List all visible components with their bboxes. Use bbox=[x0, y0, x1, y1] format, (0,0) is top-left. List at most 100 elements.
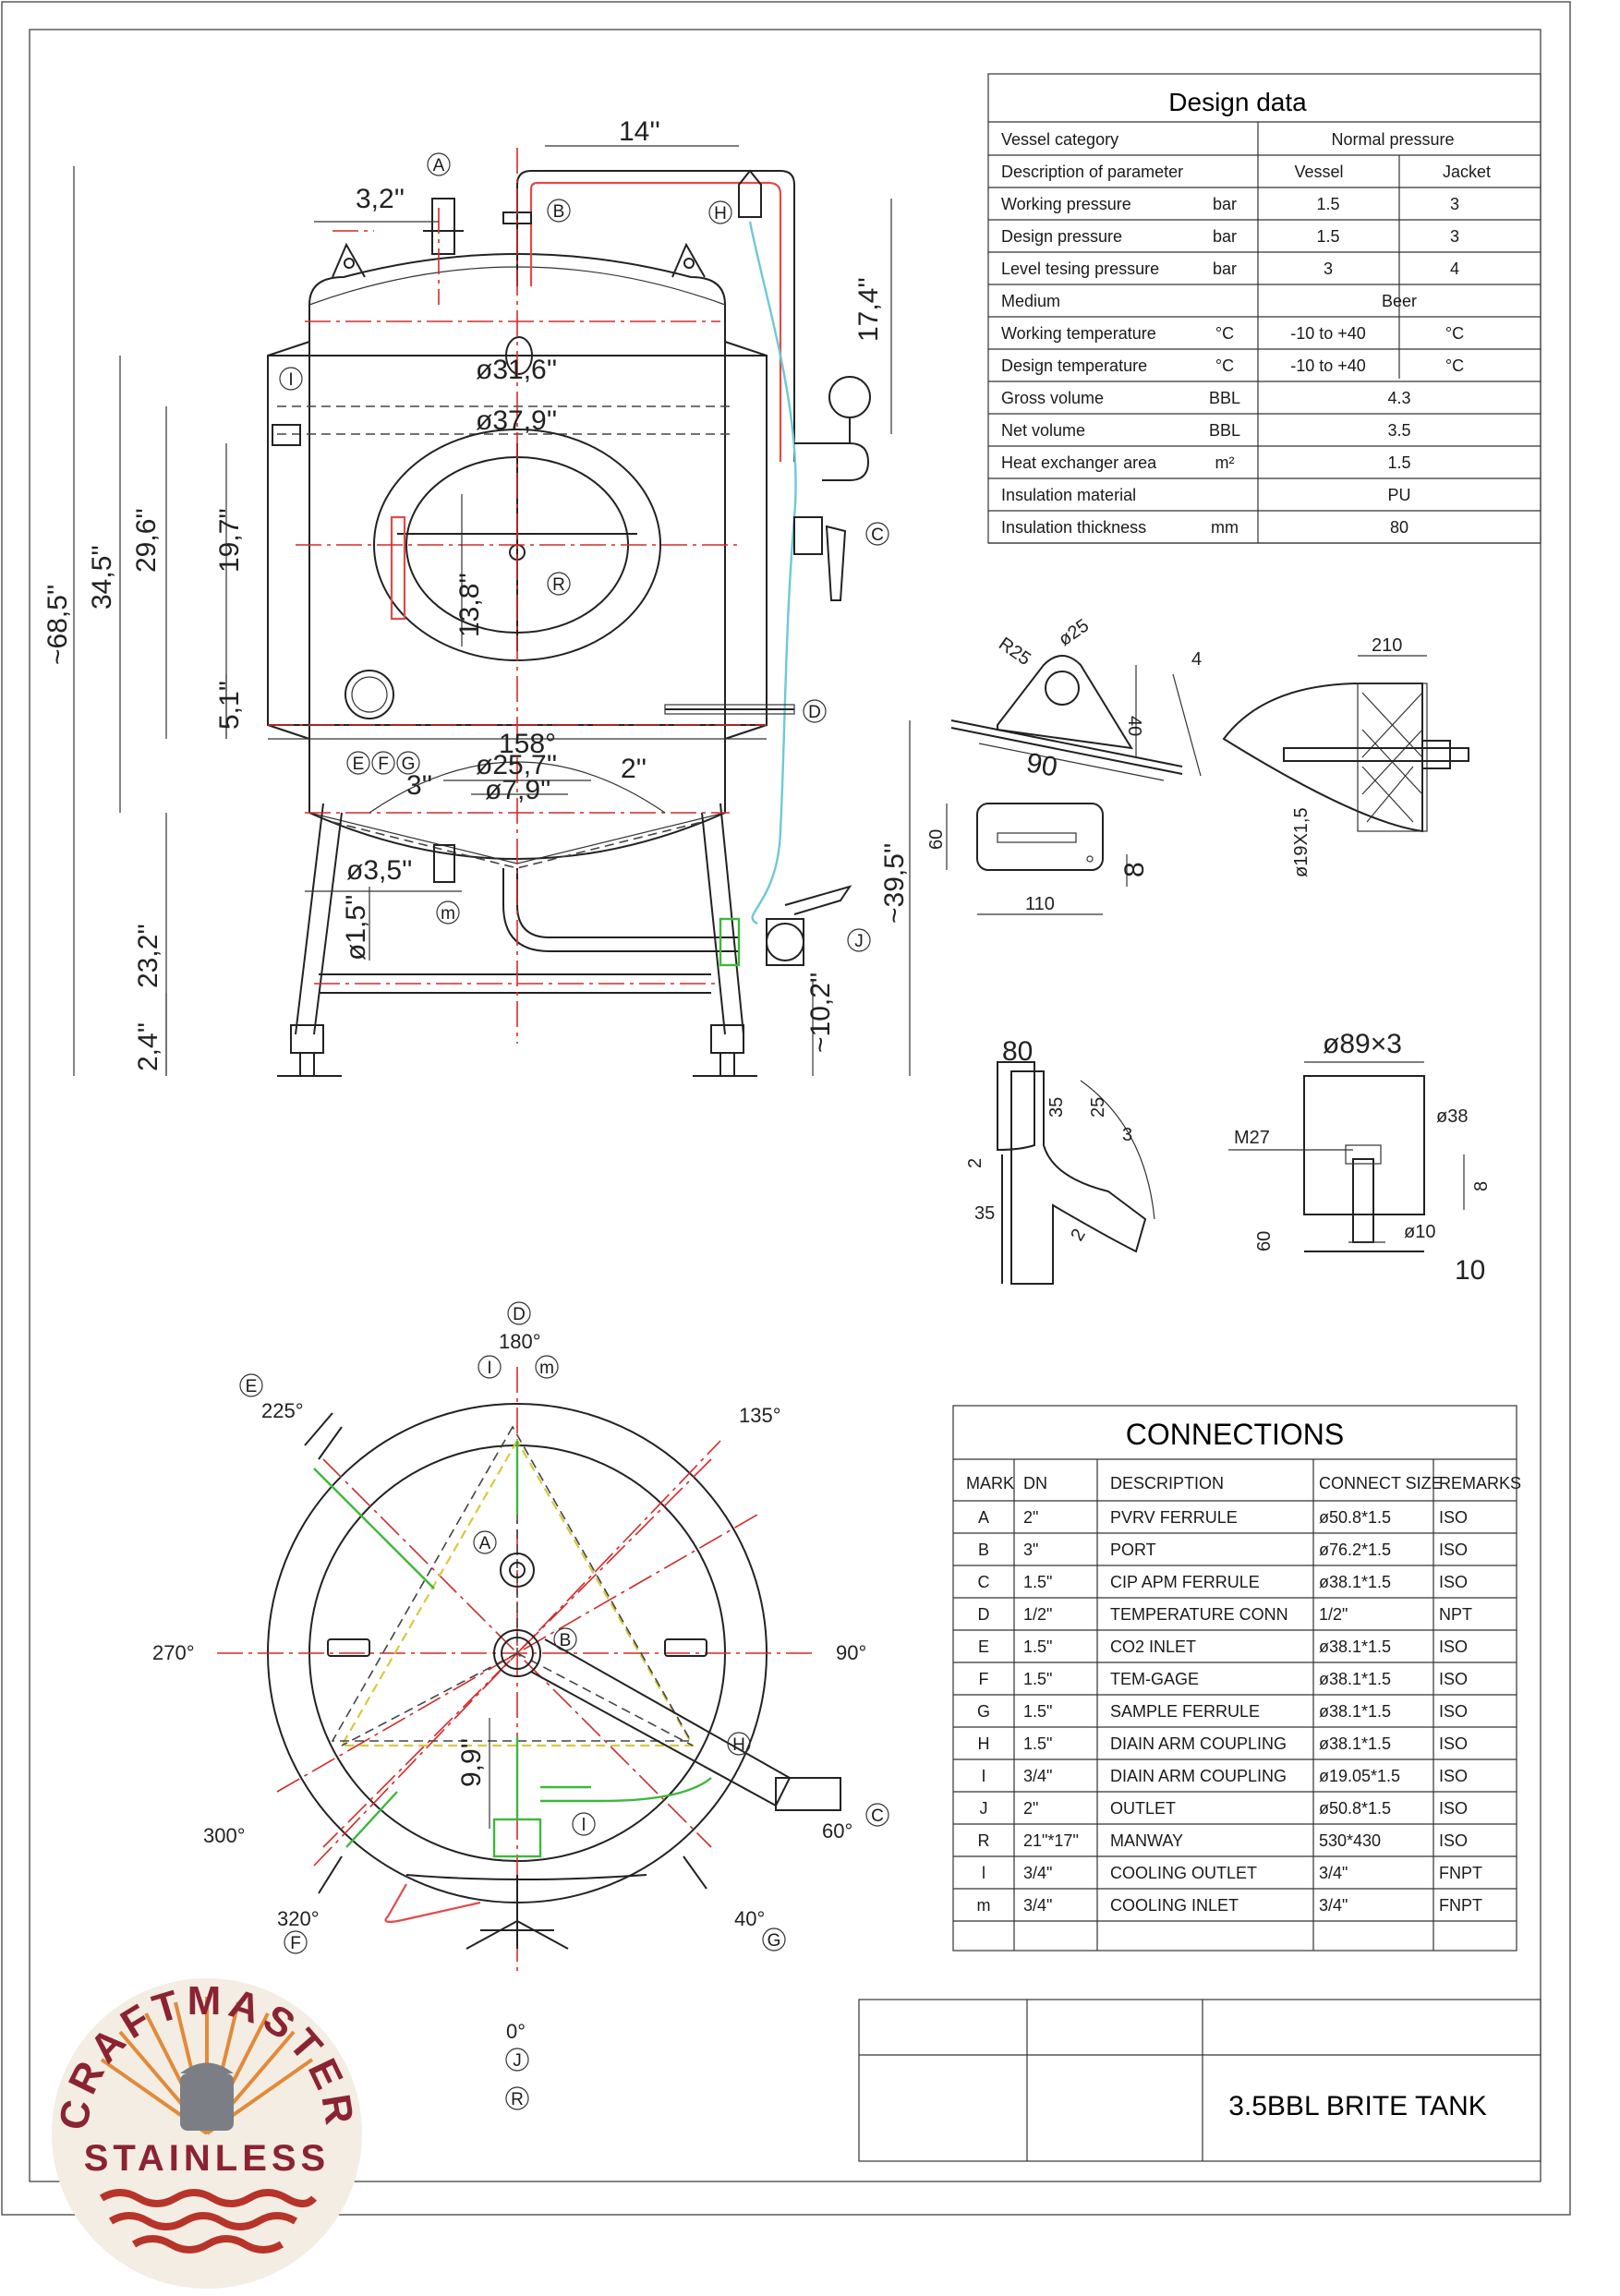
design-row-unit: mm bbox=[1211, 518, 1239, 537]
connection-cell: l bbox=[982, 1864, 985, 1882]
design-row-label: Level tesing pressure bbox=[1001, 260, 1159, 278]
plan-mark-l: l bbox=[582, 1816, 586, 1835]
dim-31-6: ø31,6'' bbox=[476, 355, 557, 385]
mark-h: H bbox=[714, 204, 727, 224]
connections-col-header: DN bbox=[1023, 1474, 1047, 1492]
design-row-vessel: Beer bbox=[1382, 292, 1417, 310]
dim-210: 210 bbox=[1372, 635, 1402, 656]
design-data-title: Design data bbox=[1168, 88, 1307, 116]
design-row-label: Net volume bbox=[1001, 421, 1085, 440]
connection-cell: DIAIN ARM COUPLING bbox=[1110, 1734, 1287, 1753]
design-row-jacket: °C bbox=[1445, 356, 1464, 375]
dim-m27: M27 bbox=[1234, 1128, 1270, 1148]
design-data-table: Design data Vessel category Normal press… bbox=[987, 73, 1541, 544]
plan-mark-d: D bbox=[513, 1305, 526, 1324]
plan-mark-a: A bbox=[479, 1534, 491, 1553]
design-row-unit: BBL bbox=[1209, 389, 1240, 407]
dim-3: 3'' bbox=[406, 770, 432, 801]
dim-90: 90 bbox=[1024, 747, 1060, 782]
mark-b: B bbox=[553, 202, 565, 222]
angle-300: 300° bbox=[203, 1824, 246, 1847]
connection-cell: CO2 INLET bbox=[1110, 1637, 1196, 1656]
dim-2-4: 2,4'' bbox=[133, 1022, 163, 1071]
dim-5-1: 5,1'' bbox=[214, 681, 245, 730]
dim-3-b: 3 bbox=[1122, 1125, 1132, 1145]
mark-g: G bbox=[402, 755, 416, 774]
connection-cell: C bbox=[978, 1573, 990, 1591]
dim-39-5: ~39,5'' bbox=[879, 843, 910, 924]
connection-cell: FNPT bbox=[1439, 1896, 1482, 1915]
dim-3-2: 3,2'' bbox=[356, 184, 405, 214]
design-row-label: Working temperature bbox=[1001, 324, 1156, 343]
dim-38: ø38 bbox=[1436, 1106, 1468, 1127]
dim-13-8: 13,8'' bbox=[454, 573, 485, 637]
connection-cell: SAMPLE FERRULE bbox=[1110, 1702, 1260, 1721]
dim-158: 158° bbox=[499, 729, 556, 759]
connection-cell: ø38.1*1.5 bbox=[1319, 1702, 1391, 1721]
design-row-vessel: -10 to +40 bbox=[1290, 356, 1366, 375]
connections-col-header: DESCRIPTION bbox=[1110, 1474, 1224, 1492]
angle-60: 60° bbox=[822, 1819, 852, 1843]
dim-1-5: ø1,5'' bbox=[341, 895, 371, 961]
dim-35-b: 35 bbox=[974, 1203, 995, 1224]
connection-cell: G bbox=[977, 1702, 990, 1721]
plan-angles: 180° 135° 225° 270° 90° 300° 60° 320° 40… bbox=[152, 1330, 866, 2043]
connections-col-header: CONNECT SIZE bbox=[1319, 1474, 1443, 1492]
connection-cell: B bbox=[978, 1541, 989, 1559]
dim-37-9: ø37,9'' bbox=[476, 405, 557, 436]
connection-cell: 3" bbox=[1023, 1541, 1038, 1559]
connection-cell: ø19.05*1.5 bbox=[1319, 1767, 1400, 1785]
mark-a: A bbox=[433, 156, 445, 175]
connection-cell: FNPT bbox=[1439, 1864, 1482, 1882]
connection-cell: 21"*17" bbox=[1023, 1831, 1079, 1850]
mark-r: R bbox=[552, 575, 565, 595]
angle-40: 40° bbox=[734, 1907, 765, 1930]
col-jacket: Jacket bbox=[1443, 163, 1491, 181]
design-row-label: Design temperature bbox=[1001, 356, 1147, 375]
craftmaster-logo: CRAFTMASTER STAINLESS bbox=[51, 1978, 362, 2289]
mark-c: C bbox=[871, 526, 884, 545]
plan-mark-r: R bbox=[511, 2090, 524, 2109]
connection-cell: ISO bbox=[1439, 1799, 1468, 1818]
connection-cell: COOLING OUTLET bbox=[1110, 1864, 1257, 1882]
dim-14: 14'' bbox=[619, 116, 660, 147]
connection-cell: MANWAY bbox=[1110, 1831, 1183, 1850]
connection-cell: 3/4" bbox=[1023, 1896, 1052, 1915]
connection-cell: I bbox=[981, 1767, 985, 1785]
dim-8: 8 bbox=[1119, 862, 1150, 877]
dim-r25: R25 bbox=[995, 634, 1034, 670]
connections-col-header: REMARKS bbox=[1439, 1474, 1521, 1492]
plan-mark-j: J bbox=[513, 2051, 522, 2071]
front-marks: A B H I R C D E F G m J bbox=[279, 152, 889, 952]
dim-89x3: ø89×3 bbox=[1323, 1029, 1402, 1059]
design-row-unit: m² bbox=[1215, 453, 1235, 472]
plan-mark-f: F bbox=[290, 1934, 301, 1953]
connection-cell: 3/4" bbox=[1023, 1864, 1052, 1882]
detail-insulation: 80 35 25 3 2 35 2 bbox=[965, 1036, 1155, 1285]
connection-cell: ø38.1*1.5 bbox=[1319, 1670, 1391, 1688]
design-row-unit: °C bbox=[1215, 356, 1234, 375]
dim-9-9: 9,9'' bbox=[456, 1738, 487, 1787]
connection-cell: ø50.8*1.5 bbox=[1319, 1508, 1391, 1527]
connection-cell: D bbox=[978, 1605, 990, 1624]
angle-90: 90° bbox=[836, 1641, 866, 1664]
connections-title: CONNECTIONS bbox=[1126, 1418, 1344, 1451]
design-row-jacket: 3 bbox=[1450, 227, 1459, 246]
dim-40: 40 bbox=[1124, 716, 1144, 736]
connection-cell: ISO bbox=[1439, 1831, 1468, 1850]
detail-sample-port: 210 ø19X1,5 bbox=[1222, 635, 1469, 877]
connection-cell: ISO bbox=[1439, 1670, 1468, 1688]
dim-110: 110 bbox=[1025, 894, 1055, 914]
